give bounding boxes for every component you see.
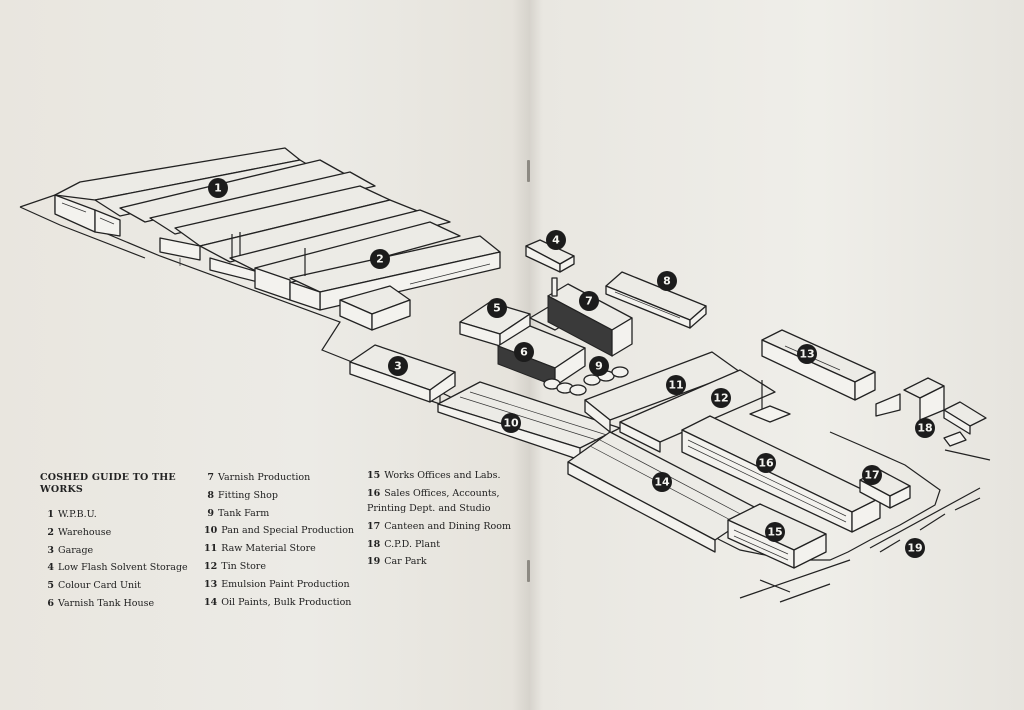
svg-text:4: 4 [552,234,560,247]
staple-top [527,160,530,182]
marker-9: 9 [589,356,609,376]
staple-bottom [527,560,530,582]
marker-4: 4 [546,230,566,250]
marker-15: 15 [765,522,785,542]
marker-18: 18 [915,418,935,438]
building-4 [525,239,575,273]
svg-text:15: 15 [767,526,782,539]
svg-text:8: 8 [663,275,671,288]
svg-text:5: 5 [493,302,501,315]
car-park-lines [739,449,991,603]
svg-text:9: 9 [595,360,603,373]
marker-1: 1 [208,178,228,198]
marker-7: 7 [579,291,599,311]
svg-text:1: 1 [214,182,222,195]
building-5 [459,301,531,347]
marker-14: 14 [652,472,672,492]
building-2 [179,199,501,331]
svg-text:13: 13 [799,348,814,361]
building-8 [605,271,707,329]
svg-text:7: 7 [585,295,593,308]
svg-text:19: 19 [907,542,922,555]
marker-12: 12 [711,388,731,408]
marker-13: 13 [797,344,817,364]
building-16 [681,415,881,533]
building-12 [619,369,791,453]
site-boundary-left [19,206,146,259]
svg-text:6: 6 [520,346,528,359]
marker-6: 6 [514,342,534,362]
svg-text:12: 12 [713,392,728,405]
marker-11: 11 [666,375,686,395]
svg-text:16: 16 [758,457,774,470]
legend-title: COSHED GUIDE TO THE WORKS [40,472,176,495]
svg-text:2: 2 [376,253,384,266]
marker-16: 16 [756,453,776,473]
svg-text:10: 10 [503,417,519,430]
marker-19: 19 [905,538,925,558]
marker-10: 10 [501,413,521,433]
building-18 [875,377,987,447]
marker-17: 17 [862,465,882,485]
marker-5: 5 [487,298,507,318]
building-13 [761,329,876,401]
building-1 [54,147,391,261]
svg-text:17: 17 [864,469,879,482]
svg-text:11: 11 [668,379,683,392]
marker-2: 2 [370,249,390,269]
svg-text:14: 14 [654,476,670,489]
svg-text:18: 18 [917,422,932,435]
svg-text:3: 3 [394,360,402,373]
marker-8: 8 [657,271,677,291]
tank-farm-9 [543,366,629,396]
marker-3: 3 [388,356,408,376]
